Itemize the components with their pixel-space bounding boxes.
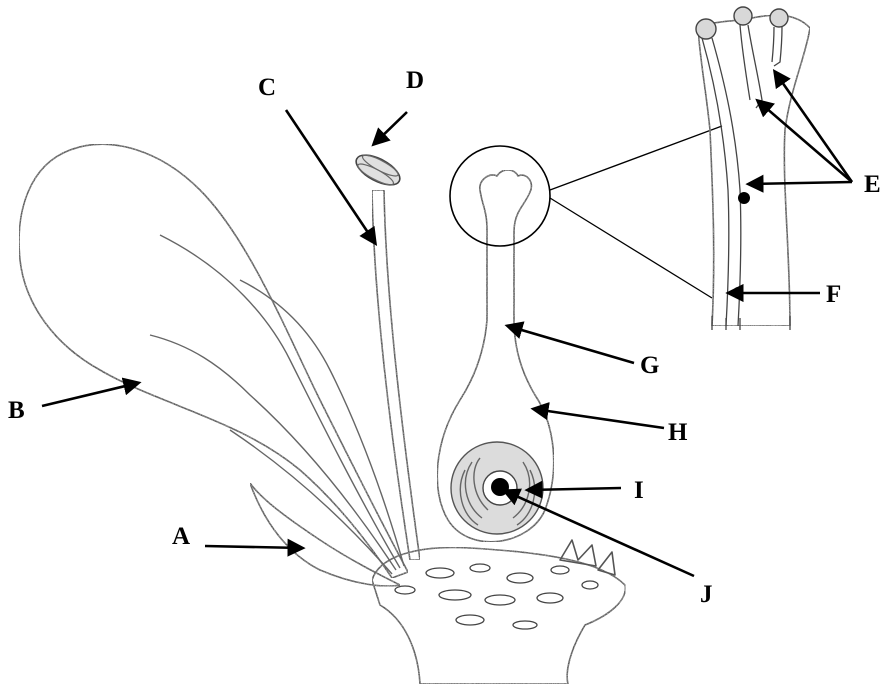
pollen-grain <box>696 19 716 39</box>
anther <box>352 149 405 191</box>
arrow-J <box>505 491 694 576</box>
receptacle <box>372 540 625 684</box>
arrow-C <box>286 110 375 243</box>
stigma-inset <box>696 7 810 330</box>
arrow-G <box>508 326 634 363</box>
pollen-grain <box>734 7 752 25</box>
pollen-tube <box>748 25 762 108</box>
label-J: J <box>700 581 713 608</box>
ovary-chamber <box>451 442 543 534</box>
receptacle-cavities <box>395 564 598 629</box>
label-H: H <box>668 419 688 446</box>
pollen-tube <box>702 38 729 326</box>
label-C: C <box>258 74 276 101</box>
sperm-nucleus <box>738 192 750 204</box>
pollen-tube <box>712 38 741 326</box>
petal <box>19 144 408 578</box>
leader-arrows <box>42 72 852 576</box>
magnify-circle <box>450 126 722 298</box>
pollen-grain <box>770 9 788 27</box>
label-D: D <box>406 67 424 94</box>
label-F: F <box>826 281 841 308</box>
label-A: A <box>172 523 190 550</box>
label-I: I <box>634 477 644 504</box>
arrow-B <box>42 383 138 406</box>
pollen-tube <box>772 27 774 62</box>
label-E: E <box>864 171 881 198</box>
pistil <box>437 170 553 542</box>
arrow-E3 <box>749 182 852 184</box>
labels: A B C D E F G H I J <box>8 67 881 608</box>
arrow-D <box>374 112 407 144</box>
label-G: G <box>640 352 659 379</box>
egg-cell <box>491 478 509 496</box>
arrow-H <box>534 409 664 428</box>
pollen-tube <box>740 25 750 100</box>
label-B: B <box>8 397 25 424</box>
pollen-tube <box>774 27 782 66</box>
